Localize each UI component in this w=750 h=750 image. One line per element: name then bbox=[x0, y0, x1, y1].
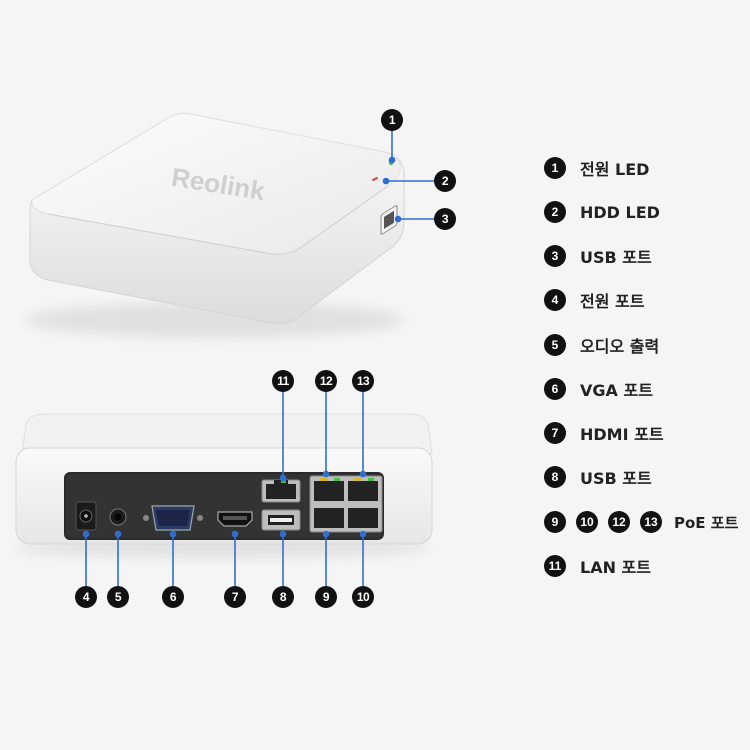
nvr-top-view: Reolink bbox=[25, 113, 405, 338]
callout-badge-13: 13 bbox=[352, 370, 374, 392]
legend-badge: 3 bbox=[544, 245, 566, 267]
legend-label: 전원 포트 bbox=[580, 292, 645, 311]
lan-port bbox=[261, 479, 301, 503]
legend-item-poe: 9 10 12 13 PoE 포트 bbox=[544, 510, 738, 534]
legend-item: 5 오디오 출력 bbox=[544, 333, 659, 357]
legend-label: VGA 포트 bbox=[580, 381, 653, 400]
legend-item: 6 VGA 포트 bbox=[544, 377, 653, 401]
legend-badge: 6 bbox=[544, 378, 566, 400]
legend-badge: 8 bbox=[544, 466, 566, 488]
legend-item: 4 전원 포트 bbox=[544, 288, 644, 312]
legend-label: HDD LED bbox=[580, 202, 660, 222]
nvr-rear-view bbox=[12, 413, 433, 558]
callout-badge-4: 4 bbox=[75, 586, 97, 608]
callout-badge-1: 1 bbox=[381, 109, 403, 131]
audio-out-port bbox=[109, 508, 127, 526]
callout-badge-3: 3 bbox=[434, 208, 456, 230]
legend-label: PoE 포트 bbox=[674, 513, 739, 532]
legend-badge: 12 bbox=[608, 511, 630, 533]
vga-port bbox=[143, 505, 203, 531]
legend-badge: 1 bbox=[544, 157, 566, 179]
legend-item: 8 USB 포트 bbox=[544, 465, 652, 489]
legend-item: 11 LAN 포트 bbox=[544, 554, 651, 578]
legend-badge: 13 bbox=[640, 511, 662, 533]
legend-label: 전원 LED bbox=[580, 160, 650, 179]
legend-badge: 4 bbox=[544, 289, 566, 311]
callout-badge-2: 2 bbox=[434, 170, 456, 192]
callout-badge-7: 7 bbox=[224, 586, 246, 608]
legend-label: USB 포트 bbox=[580, 248, 652, 267]
poe-ports bbox=[309, 475, 383, 533]
legend-badge: 5 bbox=[544, 334, 566, 356]
legend-label: HDMI 포트 bbox=[580, 425, 664, 444]
leader-lines bbox=[82, 131, 434, 586]
legend-badge: 9 bbox=[544, 511, 566, 533]
callout-badge-6: 6 bbox=[162, 586, 184, 608]
callout-badge-9: 9 bbox=[315, 586, 337, 608]
legend-badge: 2 bbox=[544, 201, 566, 223]
legend-item: 2 HDD LED bbox=[544, 200, 660, 224]
legend-item: 3 USB 포트 bbox=[544, 244, 652, 268]
power-port bbox=[75, 501, 97, 531]
callout-badge-10: 10 bbox=[352, 586, 374, 608]
rear-usb-port bbox=[261, 509, 301, 531]
legend-label: LAN 포트 bbox=[580, 558, 651, 577]
callout-badge-12: 12 bbox=[315, 370, 337, 392]
legend-label: USB 포트 bbox=[580, 469, 652, 488]
legend-badge: 11 bbox=[544, 555, 566, 577]
legend-badge: 7 bbox=[544, 422, 566, 444]
legend-badge: 10 bbox=[576, 511, 598, 533]
hdmi-port bbox=[217, 511, 253, 527]
legend-item: 7 HDMI 포트 bbox=[544, 421, 664, 445]
hdd-led-indicator bbox=[371, 176, 379, 182]
legend-item: 1 전원 LED bbox=[544, 156, 649, 180]
legend-label: 오디오 출력 bbox=[580, 337, 660, 356]
callout-badge-8: 8 bbox=[272, 586, 294, 608]
callout-badge-11: 11 bbox=[272, 370, 294, 392]
callout-badge-5: 5 bbox=[107, 586, 129, 608]
front-usb-port bbox=[380, 205, 398, 235]
